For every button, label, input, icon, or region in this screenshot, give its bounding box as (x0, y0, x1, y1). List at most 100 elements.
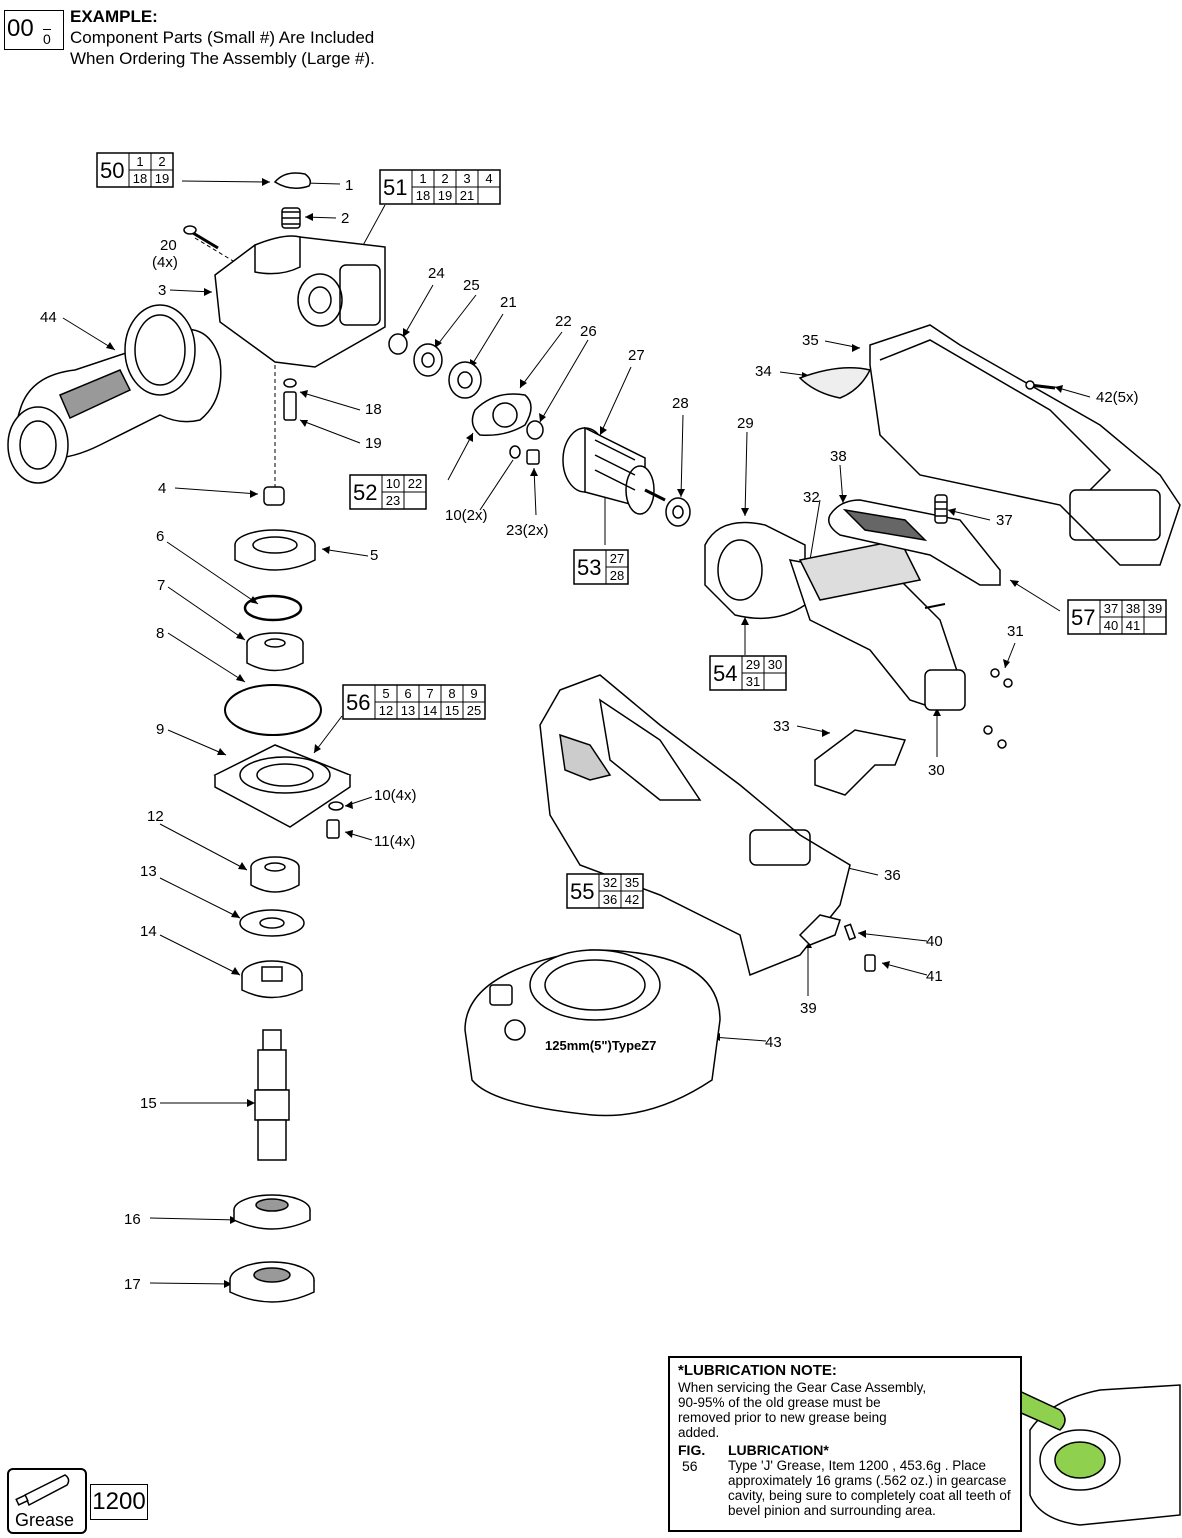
assembly-cell-number: 4 (485, 171, 492, 186)
part-41-spring (864, 954, 876, 972)
assembly-cell-number: 42 (625, 892, 639, 907)
part-7-bearing (246, 632, 304, 672)
callout-label: 39 (800, 1000, 817, 1017)
assembly-cell (462, 701, 486, 720)
assembly-number: 55 (570, 879, 594, 904)
part-23-screw (526, 449, 540, 465)
assembly-cell (403, 491, 427, 510)
callout-label: 44 (40, 309, 57, 326)
part-9-spindle-housing (213, 744, 352, 828)
part-33-clip (814, 729, 907, 796)
callout-label: 26 (580, 323, 597, 340)
callout-label: 37 (996, 512, 1013, 529)
assembly-cell-number: 6 (404, 686, 411, 701)
part-22-bearing-plate (471, 393, 532, 437)
example-small-number: 0 (43, 29, 51, 47)
assembly-cell-number: 38 (1126, 601, 1140, 616)
callout-label: 23(2x) (506, 522, 549, 539)
part-16-inner-flange (233, 1194, 311, 1230)
example-legend-box: 00 0 (4, 10, 64, 50)
part-26-washer (526, 420, 544, 440)
callout-label: 28 (672, 395, 689, 412)
part-43-guard: 125mm(5")TypeZ7 (464, 949, 721, 1117)
assembly-cell-number: 18 (133, 171, 147, 186)
assembly-number: 54 (713, 661, 737, 686)
callout-label: 22 (555, 313, 572, 330)
part-55-motor-housing (539, 674, 851, 977)
part-13-washer (239, 909, 305, 937)
assembly-cell-number: 22 (408, 476, 422, 491)
assembly-cell-number: 10 (386, 476, 400, 491)
assembly-cell-number: 32 (603, 875, 617, 890)
callout-label: 25 (463, 277, 480, 294)
callout-label: (4x) (152, 254, 178, 271)
part-44-side-handle (7, 304, 222, 484)
callout-label: 15 (140, 1095, 157, 1112)
callout-label: 35 (802, 332, 819, 349)
part-30-electronics (788, 539, 966, 711)
callout-label: 24 (428, 265, 445, 282)
lubrication-instructions: Type 'J' Grease, Item 1200 , 453.6g . Pl… (728, 1458, 1011, 1518)
part-35-housing (869, 324, 1181, 566)
callout-label: 10(4x) (374, 787, 417, 804)
callout-label: 38 (830, 448, 847, 465)
part-18-washer (283, 378, 297, 388)
lubrication-header: LUBRICATION* (728, 1442, 829, 1458)
assembly-cell-number: 35 (625, 875, 639, 890)
assembly-number: 50 (100, 158, 124, 183)
assembly-number: 52 (353, 480, 377, 505)
callout-label: 2 (341, 210, 349, 227)
grease-item-number: 1200 (90, 1484, 148, 1520)
assembly-cell (150, 169, 174, 188)
part-34-badge (798, 367, 872, 399)
fig-value: 56 (682, 1458, 698, 1474)
grease-label: Grease (15, 1510, 75, 1530)
assembly-cell-number: 31 (746, 674, 760, 689)
part-31-screws (983, 668, 1013, 749)
assembly-cell-number: 19 (155, 171, 169, 186)
callout-label: 19 (365, 435, 382, 452)
callout-label: 9 (156, 721, 164, 738)
callout-labels: 1 2 20 (4x) 3 44 24 25 21 22 26 27 28 29… (40, 177, 1139, 1293)
grease-tube-icon (15, 1474, 70, 1507)
part-19-pin (283, 391, 297, 421)
callout-label: 40 (926, 933, 943, 950)
assembly-cell (605, 566, 629, 585)
callout-label: 10(2x) (445, 507, 488, 524)
part-11-screw (326, 819, 340, 839)
fig-header: FIG. (678, 1442, 706, 1458)
example-line-2: When Ordering The Assembly (Large #). (70, 49, 375, 68)
part-4-bushing (263, 486, 285, 506)
assembly-cell-number: 9 (470, 686, 477, 701)
assembly-cell-number: 3 (463, 171, 470, 186)
part-27-armature (562, 426, 666, 515)
grease-legend-box: Grease (7, 1468, 87, 1534)
part-40-pin (843, 923, 857, 941)
callout-label: 11(4x) (374, 833, 415, 850)
part-6-retaining-ring (243, 594, 303, 622)
callout-label: 20 (160, 237, 177, 254)
callout-label: 43 (765, 1034, 782, 1051)
lubrication-note-box: *LUBRICATION NOTE: When servicing the Ge… (668, 1356, 1022, 1532)
part-21-bearing (448, 361, 482, 399)
callout-label: 7 (157, 577, 165, 594)
assembly-cell-number: 27 (610, 551, 624, 566)
callout-label: 16 (124, 1211, 141, 1228)
callout-label: 12 (147, 808, 164, 825)
assembly-cell-number: 37 (1104, 601, 1118, 616)
assembly-number: 53 (577, 555, 601, 580)
lubrication-illustration (979, 1373, 1181, 1526)
example-text: EXAMPLE: Component Parts (Small #) Are I… (70, 6, 375, 69)
assembly-cell-number: 14 (423, 703, 437, 718)
callout-label: 14 (140, 923, 157, 940)
callout-label: 8 (156, 625, 164, 642)
callout-label: 17 (124, 1276, 141, 1293)
part-25-bearing (413, 343, 443, 377)
assembly-cell-number: 40 (1104, 618, 1118, 633)
assembly-cell-number: 2 (441, 171, 448, 186)
callout-label: 18 (365, 401, 382, 418)
assembly-cell-number: 1 (136, 154, 143, 169)
callout-label: 27 (628, 347, 645, 364)
